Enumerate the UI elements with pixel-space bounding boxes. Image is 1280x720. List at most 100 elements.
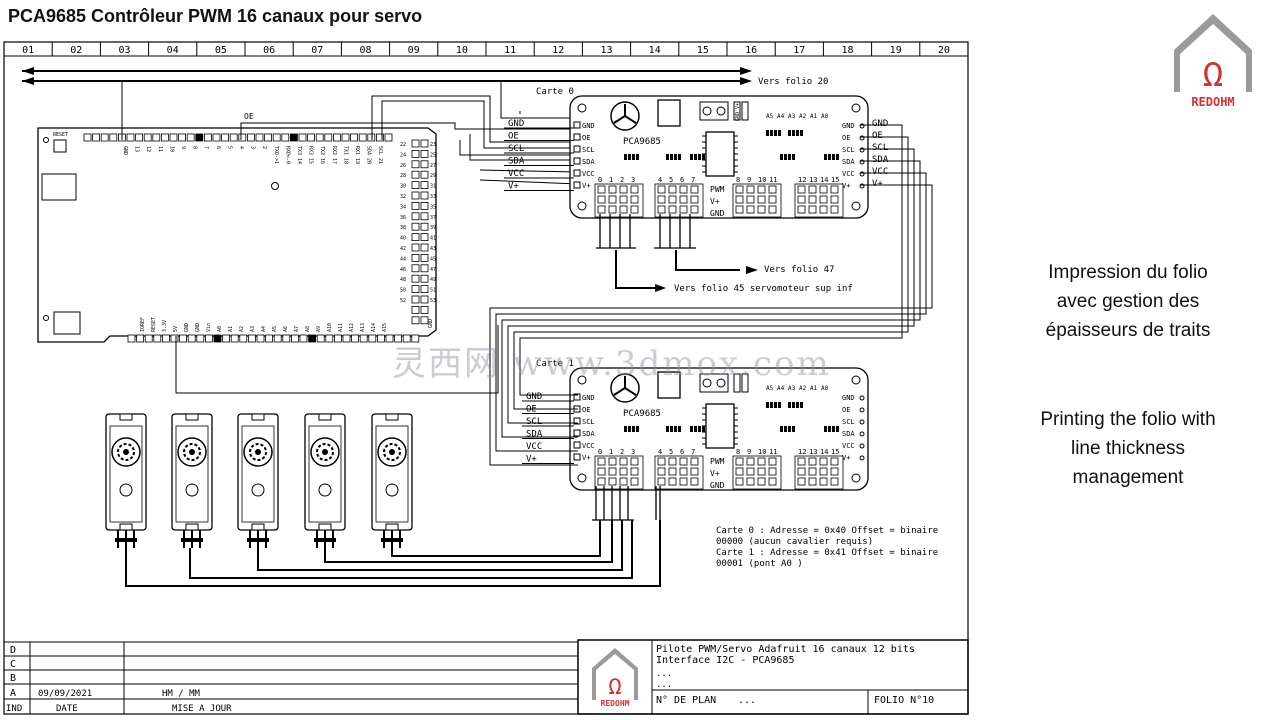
header-pin [153, 334, 162, 343]
servo-header-pin [597, 205, 606, 214]
header-pin [350, 133, 359, 142]
mount-hole-icon [577, 201, 587, 211]
smd-part [690, 426, 693, 432]
plan-value: ... [738, 695, 756, 706]
right-pin-label: 30 [400, 184, 406, 190]
bottom-pin-label: A13 [360, 323, 366, 332]
servo-header-pin [619, 195, 628, 204]
servo-body-icon [237, 413, 279, 531]
header-pin [375, 133, 384, 142]
bottom-pin-label: GND [195, 323, 201, 332]
header-pin [420, 222, 429, 231]
header-pin [420, 170, 429, 179]
top-pin-label: 13 [134, 146, 140, 152]
header-pin [859, 419, 865, 425]
addr-label: A1 [810, 113, 818, 120]
header-pin [859, 395, 865, 401]
channel-number: 4 [658, 448, 662, 456]
header-pin [420, 295, 429, 304]
column-number: 15 [697, 45, 709, 56]
bottom-pin-label: IOREF [140, 317, 146, 332]
servo-header-pin [597, 457, 606, 466]
bottom-pin-label: Vin [206, 323, 212, 332]
channel-number: 0 [598, 176, 602, 184]
header-pin [333, 334, 342, 343]
header-pin [289, 133, 298, 142]
header-pin [573, 145, 581, 153]
right-header [411, 139, 429, 325]
header-pin [420, 233, 429, 242]
folio-number: FOLIO N°10 [874, 695, 934, 706]
header-pin [256, 334, 265, 343]
header-pin [420, 181, 429, 190]
smd-part [628, 426, 631, 432]
rev-ind: C [10, 659, 16, 670]
bottom-pin-label: A1 [228, 326, 234, 332]
addr-label: A3 [788, 113, 796, 120]
smd-part [702, 426, 705, 432]
header-pin [859, 455, 865, 461]
right-pin-label: SDA [842, 430, 855, 438]
right-pin-label: SCL [842, 146, 855, 154]
header-pin [411, 191, 420, 200]
revision-table [4, 641, 578, 714]
header-pin [315, 133, 324, 142]
top-pin-label: SCL 21 [377, 146, 383, 164]
title-line3: ... [656, 669, 672, 679]
smd-part [702, 154, 705, 160]
servo-header-pin [668, 467, 677, 476]
servo-header-pin [668, 477, 677, 486]
left-pin-label: SDA [582, 158, 595, 166]
top-pin-label: RX2 17 [331, 146, 337, 164]
channel-number: 0 [598, 448, 602, 456]
bus-label: OE [508, 132, 519, 142]
top-pin-label: 7 [203, 146, 209, 149]
smd-part [694, 426, 697, 432]
header-pin [127, 334, 136, 343]
header-pin [411, 212, 420, 221]
reset-button-icon [53, 139, 67, 153]
header-pin [411, 222, 420, 231]
servo-header-pin [768, 477, 777, 486]
bus-label: GND [508, 119, 524, 129]
header-pin [420, 285, 429, 294]
smd-part [678, 154, 681, 160]
bottom-pin-label: A5 [272, 326, 278, 332]
servo-header-pin [679, 205, 688, 214]
servo-header-group [794, 183, 844, 218]
header-pin [411, 305, 420, 314]
header-pin [255, 133, 264, 142]
top-pin-label: 9 [180, 146, 186, 149]
pwm-label: PWM [710, 185, 725, 194]
header-pin [316, 334, 325, 343]
servo-header-pin [657, 205, 666, 214]
note-fr-line: Impression du folio [1048, 262, 1208, 283]
header-pin [161, 334, 170, 343]
left-pin-label: OE [582, 134, 590, 142]
channel-number: 9 [747, 448, 751, 456]
servo-header-pin [690, 195, 699, 204]
smd-part [792, 426, 795, 432]
servo-header-pin [735, 477, 744, 486]
top-pin-label: 2 [261, 146, 267, 149]
right-pin-label: 32 [400, 194, 406, 200]
header-pin [859, 407, 865, 413]
header-pin [411, 274, 420, 283]
right-bus-label: GND [872, 119, 888, 129]
servo-header-pin [690, 185, 699, 194]
right-pin-label: OE [842, 134, 850, 142]
right-pin-label: 27 [430, 163, 436, 169]
top-pin-label: 12 [145, 146, 151, 152]
smd-part [636, 154, 639, 160]
servo-header-pin [735, 205, 744, 214]
header-pin [221, 133, 230, 142]
column-number: 18 [841, 45, 853, 56]
header-pin [573, 417, 581, 425]
smd-part [824, 426, 827, 432]
servo-header-pin [808, 477, 817, 486]
header-pin [358, 133, 367, 142]
channel-number: 14 [820, 176, 828, 184]
servo-header-pin [819, 195, 828, 204]
